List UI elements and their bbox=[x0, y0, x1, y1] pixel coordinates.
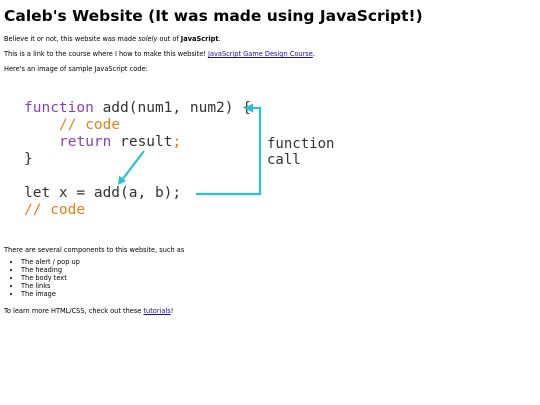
components-intro: There are several components to this web… bbox=[4, 246, 185, 254]
list-item: The image bbox=[21, 290, 80, 298]
code-line-2-comment: // code bbox=[59, 117, 120, 133]
code-line-5-call: let x = add(a, b); bbox=[24, 185, 181, 201]
intro-text-middle: out of bbox=[157, 35, 181, 43]
result-arrow-head bbox=[118, 175, 126, 185]
code-function-signature: add(num1, num2) { bbox=[94, 100, 251, 116]
page-title: Caleb's Website (It was made using JavaS… bbox=[4, 7, 423, 25]
course-text-after: . bbox=[312, 50, 315, 58]
intro-strong: JavaScript bbox=[180, 35, 219, 43]
tutorials-text-after: ! bbox=[170, 307, 174, 315]
list-item: The heading bbox=[21, 266, 80, 274]
annotation-label-line-1: function bbox=[267, 136, 334, 152]
tutorials-paragraph: To learn more HTML/CSS, check out these … bbox=[4, 307, 173, 315]
code-keyword-function: function bbox=[24, 100, 94, 116]
code-line-1: function add(num1, num2) { bbox=[24, 100, 251, 116]
result-arrow-line bbox=[121, 150, 145, 181]
components-list: The alert / pop up The heading The body … bbox=[4, 258, 80, 298]
code-image-svg: function add(num1, num2) { // code retur… bbox=[24, 100, 334, 218]
code-line-4-brace: } bbox=[24, 151, 33, 167]
course-paragraph: This is a link to the course where I how… bbox=[4, 50, 315, 58]
tutorials-text-before: To learn more HTML/CSS, check out these bbox=[4, 307, 144, 315]
intro-text-after: . bbox=[218, 35, 221, 43]
annotation-label-line-2: call bbox=[267, 152, 301, 168]
code-semicolon: ; bbox=[173, 134, 182, 150]
intro-text-before: Believe it or not, this website was made bbox=[4, 35, 139, 43]
image-caption: Here's an image of sample JavaScript cod… bbox=[4, 65, 148, 73]
intro-emphasis: solely bbox=[138, 35, 158, 43]
list-item: The links bbox=[21, 282, 80, 290]
code-return-value: result bbox=[111, 134, 172, 150]
code-line-3: return result; bbox=[59, 134, 181, 150]
list-item: The body text bbox=[21, 274, 80, 282]
course-text-before: This is a link to the course where I how… bbox=[4, 50, 209, 58]
tutorials-link[interactable]: tutorials bbox=[143, 307, 171, 315]
call-arrow-head bbox=[244, 103, 253, 113]
code-line-6-comment: // code bbox=[24, 202, 85, 218]
code-image: function add(num1, num2) { // code retur… bbox=[24, 95, 364, 225]
intro-paragraph: Believe it or not, this website was made… bbox=[4, 35, 221, 43]
list-item: The alert / pop up bbox=[21, 258, 80, 266]
code-keyword-return: return bbox=[59, 134, 111, 150]
call-arrow-line bbox=[196, 106, 262, 196]
course-link[interactable]: JavaScript Game Design Course bbox=[208, 50, 313, 58]
